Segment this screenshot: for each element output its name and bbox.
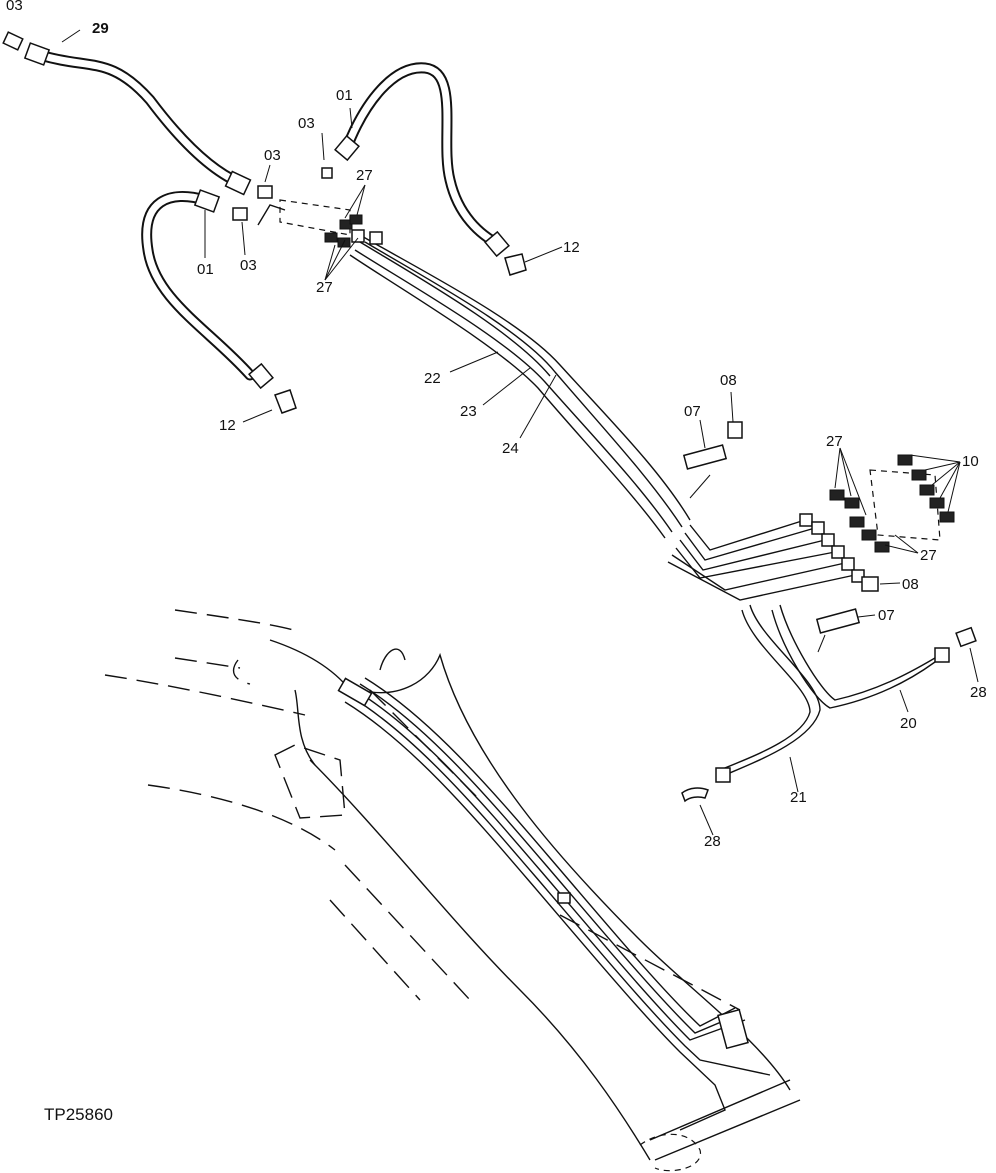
callout-23: 23 bbox=[460, 403, 477, 420]
callout-12: 12 bbox=[219, 417, 236, 434]
clamp-07-lower bbox=[815, 576, 879, 634]
hose-01-left bbox=[141, 189, 274, 390]
callout-27: 27 bbox=[356, 167, 373, 184]
callout-03: 03 bbox=[298, 115, 315, 132]
callout-27: 27 bbox=[920, 547, 937, 564]
elbow-12-right bbox=[504, 253, 527, 276]
callout-21: 21 bbox=[790, 789, 807, 806]
callout-01: 01 bbox=[197, 261, 214, 278]
callout-03: 03 bbox=[6, 0, 23, 14]
fittings-block-right bbox=[829, 454, 955, 553]
lines-to-right-block bbox=[667, 513, 865, 601]
callout-08: 08 bbox=[902, 576, 919, 593]
elbow-12-left bbox=[274, 389, 297, 414]
line-20 bbox=[771, 604, 977, 709]
drawing-code: TP25860 bbox=[44, 1105, 113, 1124]
fittings-03-cluster bbox=[232, 167, 351, 236]
leader-lines bbox=[61, 29, 979, 836]
callout-24: 24 bbox=[502, 440, 519, 457]
callout-27: 27 bbox=[316, 279, 333, 296]
fitting-03-top-left bbox=[2, 31, 24, 51]
callout-27: 27 bbox=[826, 433, 843, 450]
callout-12: 12 bbox=[563, 239, 580, 256]
callout-22: 22 bbox=[424, 370, 441, 387]
boom-lines bbox=[269, 639, 771, 1131]
callout-20: 20 bbox=[900, 715, 917, 732]
line-21 bbox=[681, 604, 821, 803]
hose-01-top bbox=[334, 62, 510, 258]
callout-07: 07 bbox=[878, 607, 895, 624]
callout-28: 28 bbox=[704, 833, 721, 850]
callout-01: 01 bbox=[336, 87, 353, 104]
callout-10: 10 bbox=[962, 453, 979, 470]
callout-03: 03 bbox=[264, 147, 281, 164]
lines-22-23-24 bbox=[349, 229, 691, 539]
callout-03: 03 bbox=[240, 257, 257, 274]
callout-29: 29 bbox=[92, 20, 109, 37]
callout-labels: 03 29 01 03 03 27 01 03 27 12 12 22 23 2… bbox=[6, 0, 987, 850]
clamp-07-upper bbox=[682, 421, 743, 470]
callout-07: 07 bbox=[684, 403, 701, 420]
hose-29 bbox=[23, 42, 252, 196]
callout-08: 08 bbox=[720, 372, 737, 389]
boom-outline bbox=[104, 609, 801, 1172]
callout-28: 28 bbox=[970, 684, 987, 701]
